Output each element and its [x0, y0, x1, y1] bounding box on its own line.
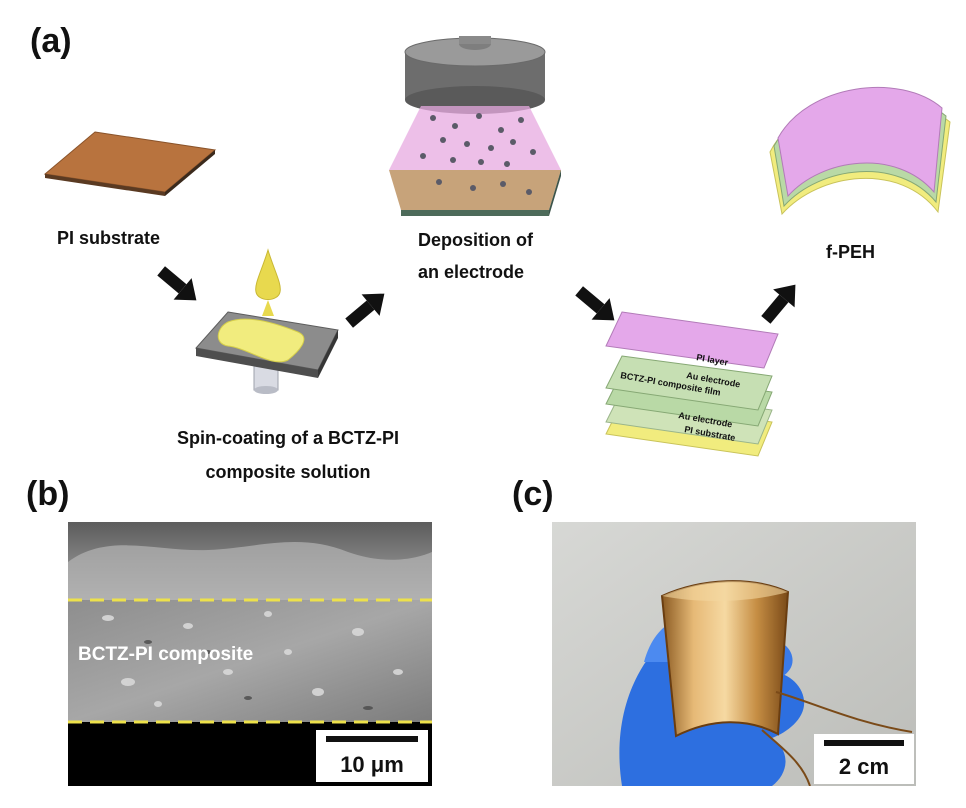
spin-coating-illustration — [195, 248, 339, 394]
fpeh-label: f-PEH — [826, 242, 875, 262]
sem-image: BCTZ-PI composite 10 μm — [68, 522, 432, 786]
fpeh-illustration — [769, 86, 951, 216]
arrow-2-icon — [345, 293, 385, 328]
spin-coating-label-2: composite solution — [205, 462, 371, 482]
panel-c-label: (c) — [512, 475, 554, 513]
deposition-label-1: Deposition of — [418, 230, 533, 250]
arrow-4-icon — [761, 284, 796, 324]
spin-coating-label-1: Spin-coating of a BCTZ-PI — [177, 428, 399, 448]
pi-substrate-illustration — [43, 131, 217, 196]
arrow-1-icon — [157, 266, 197, 301]
pi-substrate-label: PI substrate — [57, 228, 161, 248]
photo-scale-bar — [824, 740, 904, 746]
sem-scale-text: 10 μm — [340, 752, 404, 777]
deposition-illustration — [389, 36, 561, 216]
panel-a-label: (a) — [30, 22, 72, 60]
deposition-label-2: an electrode — [418, 262, 525, 282]
arrow-3-icon — [575, 286, 615, 321]
sem-region-label: BCTZ-PI composite — [78, 644, 253, 665]
sem-scale-bar — [326, 736, 418, 742]
layer-stack-illustration: PI layer Au electrode BCTZ-PI composite … — [605, 311, 779, 457]
panel-b-label: (b) — [26, 475, 70, 513]
photo-scale-text: 2 cm — [839, 754, 889, 779]
device-photo: 2 cm — [552, 522, 916, 786]
